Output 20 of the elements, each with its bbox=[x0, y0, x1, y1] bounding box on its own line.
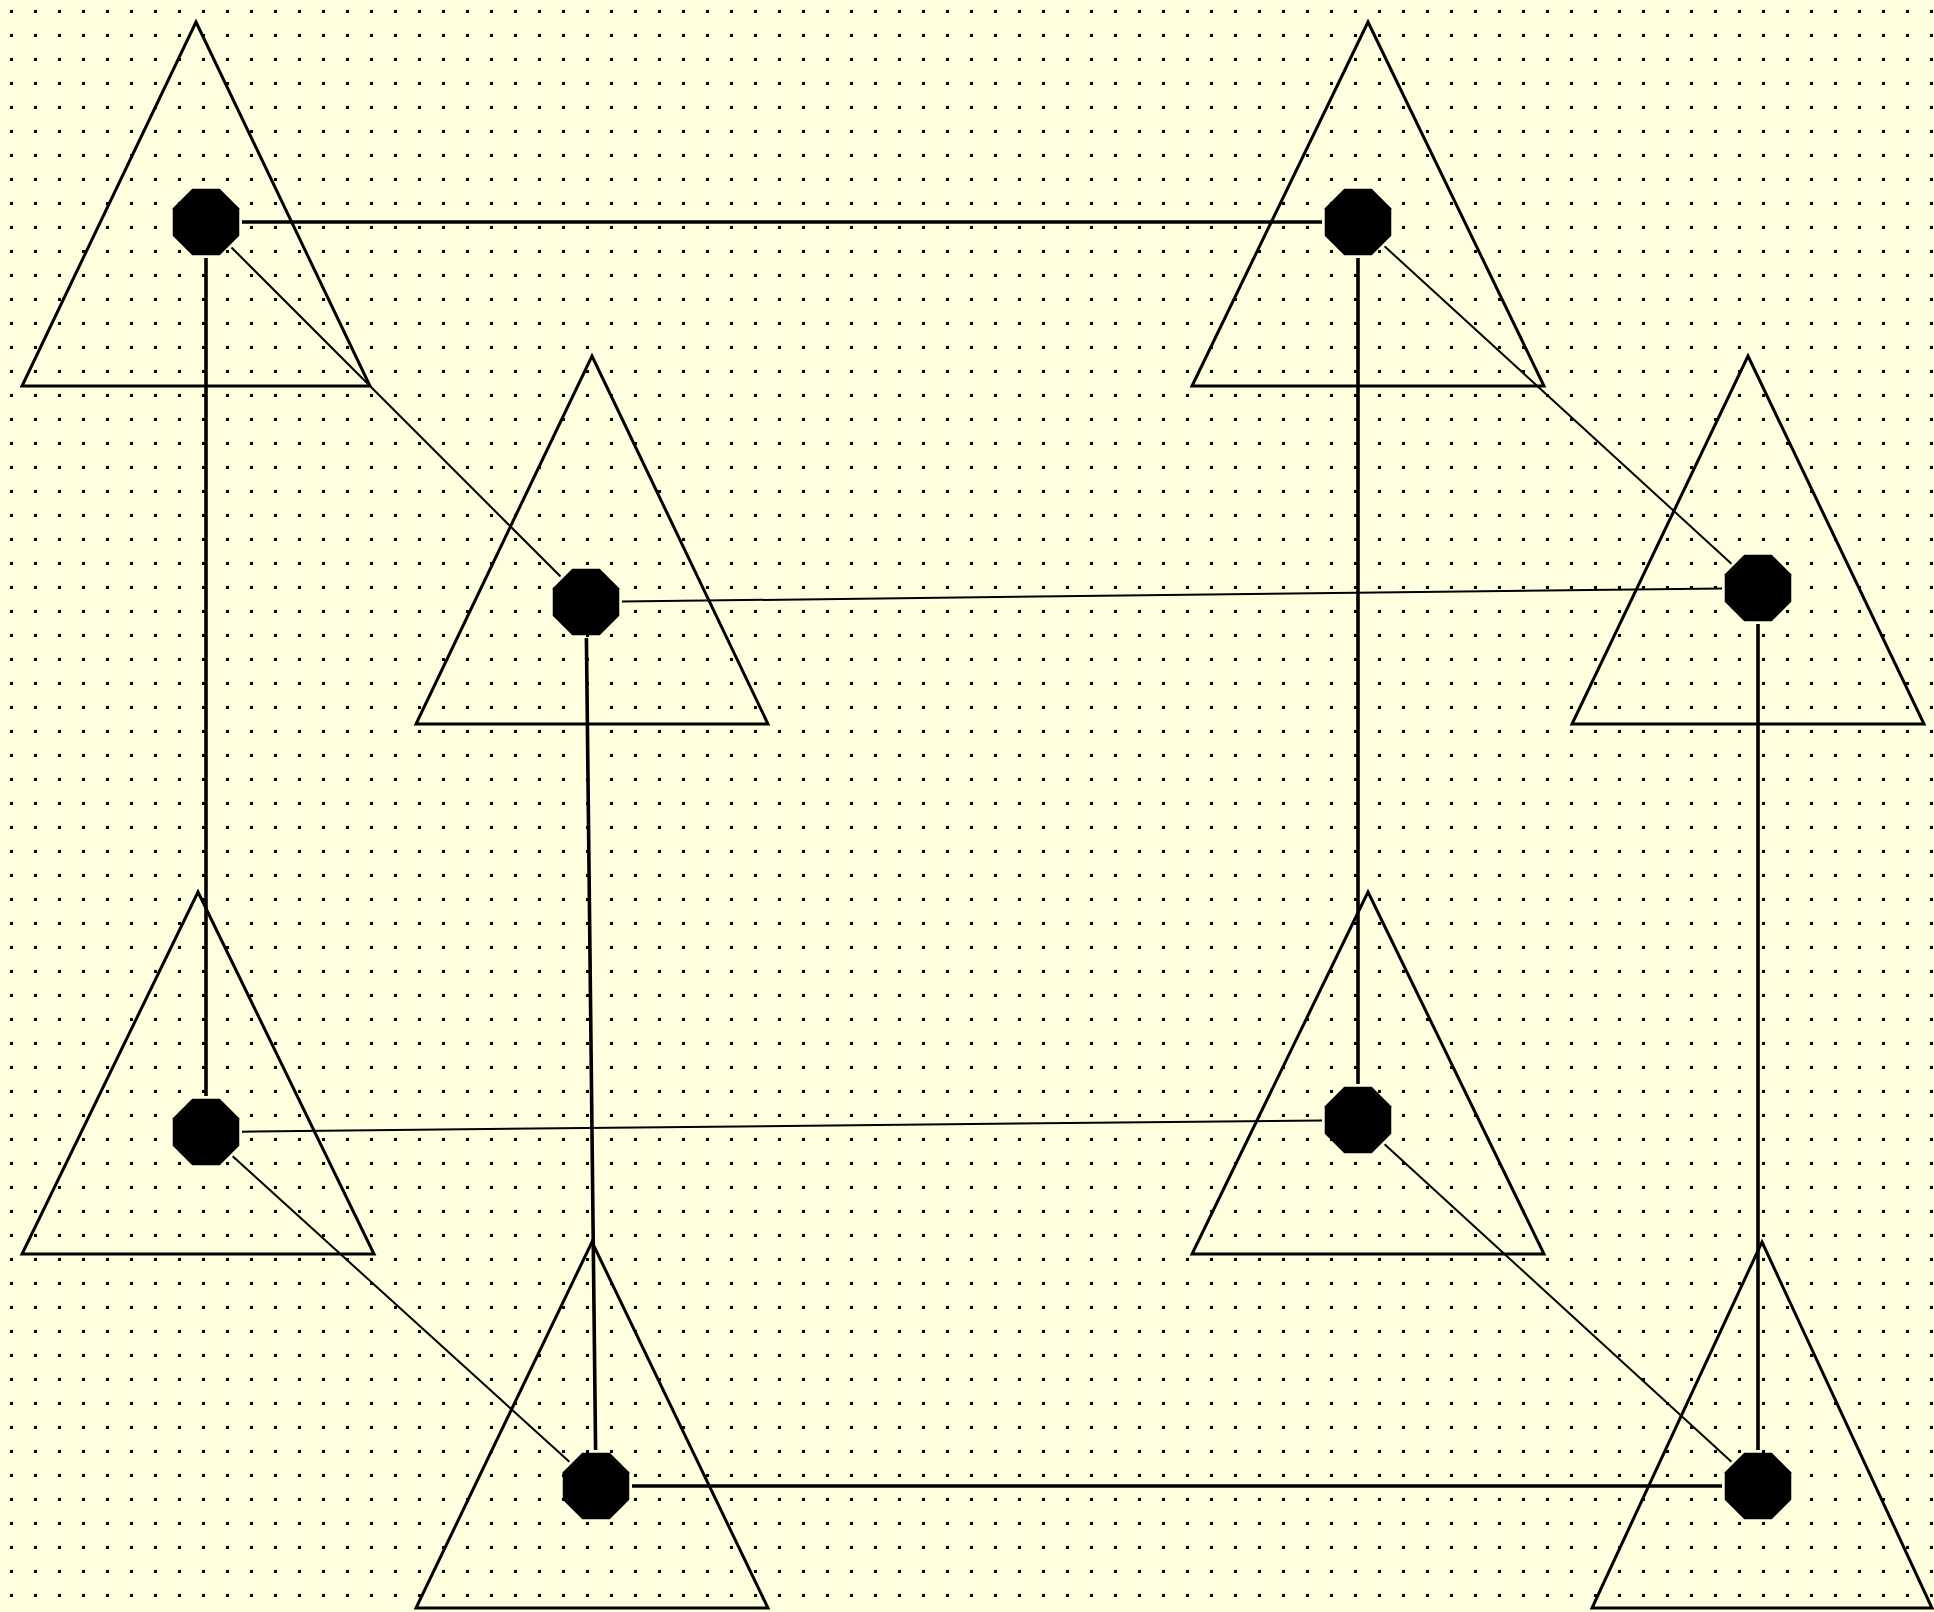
connector-line bbox=[584, 638, 598, 1450]
connector-line bbox=[231, 1155, 571, 1463]
connector-line bbox=[1383, 1143, 1733, 1463]
triangle-shape bbox=[1190, 20, 1546, 388]
triangle-shape bbox=[1570, 354, 1926, 726]
triangle-shape bbox=[20, 20, 372, 388]
connector-line bbox=[1356, 258, 1360, 1084]
connector-line bbox=[230, 246, 562, 578]
triangle-shape bbox=[414, 1240, 770, 1610]
connector-line bbox=[204, 258, 208, 1096]
triangle-shape bbox=[20, 890, 376, 1256]
connector-line bbox=[1383, 245, 1733, 565]
connector-line bbox=[632, 1484, 1722, 1488]
triangle-shape bbox=[1590, 1240, 1934, 1610]
connector-line bbox=[621, 587, 1723, 603]
connector-line bbox=[1756, 624, 1760, 1450]
triangle-shape bbox=[414, 354, 770, 726]
connector-line bbox=[242, 220, 1322, 224]
connector-line bbox=[241, 1119, 1323, 1133]
triangle-shape bbox=[1190, 890, 1546, 1256]
